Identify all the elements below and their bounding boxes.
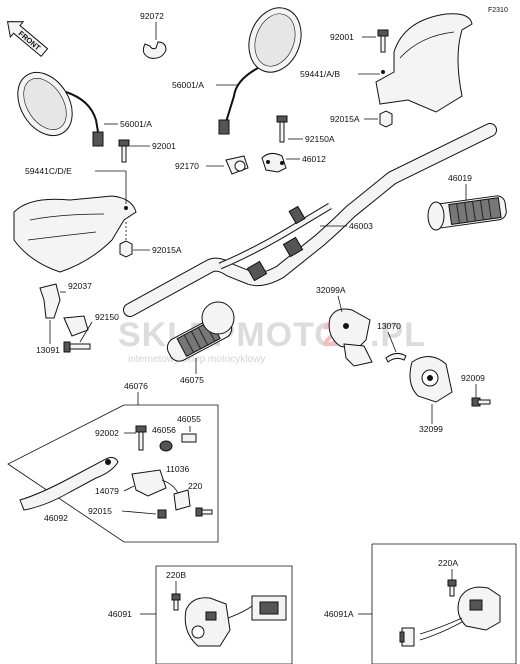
label-46091a: 46091A bbox=[324, 609, 354, 619]
figure-code: F2310 bbox=[488, 7, 508, 14]
front-arrow-icon: FRONT bbox=[6, 21, 49, 58]
bolt-92150a bbox=[276, 115, 288, 143]
nut-92015a-left bbox=[119, 240, 133, 258]
label-92037: 92037 bbox=[68, 281, 92, 291]
label-92001-top: 92001 bbox=[330, 32, 354, 42]
label-46003: 46003 bbox=[349, 221, 373, 231]
label-46075: 46075 bbox=[180, 375, 204, 385]
collar-92170 bbox=[225, 155, 249, 175]
label-92015a-top: 92015A bbox=[330, 114, 360, 124]
lever-assembly-box bbox=[7, 404, 219, 543]
label-92072: 92072 bbox=[140, 11, 164, 21]
mirror-right bbox=[218, 7, 302, 135]
washer-46056 bbox=[159, 440, 173, 452]
bolt-92002 bbox=[135, 425, 147, 451]
screw-220a bbox=[447, 579, 457, 597]
switch-box-left bbox=[155, 565, 293, 664]
screw-220b bbox=[171, 593, 181, 611]
bolt-92150 bbox=[63, 341, 91, 353]
grip-46075 bbox=[166, 301, 235, 362]
bolt-92001-top bbox=[377, 29, 389, 53]
mirror-left bbox=[17, 71, 104, 147]
throttle-housing-32099a bbox=[328, 308, 373, 367]
switch-box-right bbox=[371, 543, 517, 664]
grip-46019 bbox=[427, 195, 507, 231]
label-92150a: 92150A bbox=[305, 134, 335, 144]
handguard-left bbox=[13, 195, 137, 273]
handlebar-46003 bbox=[123, 123, 497, 317]
label-32099: 32099 bbox=[419, 424, 443, 434]
screw-46055 bbox=[181, 433, 197, 443]
clamp-46012 bbox=[261, 152, 287, 173]
label-46012: 46012 bbox=[302, 154, 326, 164]
lever-46092 bbox=[19, 456, 119, 511]
label-220a: 220A bbox=[438, 558, 458, 568]
label-46056: 46056 bbox=[152, 425, 176, 435]
bracket-11036 bbox=[173, 489, 191, 511]
bolt-92001-left bbox=[118, 139, 130, 163]
label-92170: 92170 bbox=[175, 161, 199, 171]
label-59441cde: 59441C/D/E bbox=[25, 166, 72, 176]
label-46055: 46055 bbox=[177, 414, 201, 424]
switch-housing-46091a bbox=[399, 586, 501, 647]
label-11036: 11036 bbox=[166, 464, 189, 474]
label-13091: 13091 bbox=[36, 345, 60, 355]
switch-housing-46091 bbox=[184, 595, 287, 647]
label-92015-mid: 92015 bbox=[88, 506, 112, 516]
label-46076: 46076 bbox=[124, 381, 148, 391]
label-32099a: 32099A bbox=[316, 285, 346, 295]
label-56001a-top: 56001/A bbox=[172, 80, 204, 90]
label-13070: 13070 bbox=[377, 321, 401, 331]
label-92002: 92002 bbox=[95, 428, 119, 438]
clip-92072 bbox=[142, 41, 167, 59]
watermark-tagline: internetowy sklep motocyklowy bbox=[128, 354, 265, 365]
handguard-right bbox=[375, 13, 473, 113]
label-92001-left: 92001 bbox=[152, 141, 176, 151]
label-220b: 220B bbox=[166, 570, 186, 580]
label-92150: 92150 bbox=[95, 312, 119, 322]
label-92015a-left: 92015A bbox=[152, 245, 182, 255]
throttle-housing-32099 bbox=[409, 356, 453, 403]
switch-14079 bbox=[131, 469, 181, 519]
screw-220-mid bbox=[195, 507, 213, 517]
label-46091: 46091 bbox=[108, 609, 132, 619]
nut-92015a-top bbox=[379, 110, 393, 128]
label-46092: 46092 bbox=[44, 513, 68, 523]
plate-13070 bbox=[385, 352, 407, 363]
label-59441ab: 59441/A/B bbox=[300, 69, 340, 79]
label-46019: 46019 bbox=[448, 173, 472, 183]
label-220-mid: 220 bbox=[188, 481, 203, 491]
label-14079: 14079 bbox=[95, 486, 119, 496]
clamp-92037 bbox=[39, 283, 89, 337]
label-56001a-left: 56001/A bbox=[120, 119, 152, 129]
watermark-tld: .PL bbox=[370, 316, 426, 354]
label-92009: 92009 bbox=[461, 373, 485, 383]
bolt-92009 bbox=[471, 397, 491, 407]
